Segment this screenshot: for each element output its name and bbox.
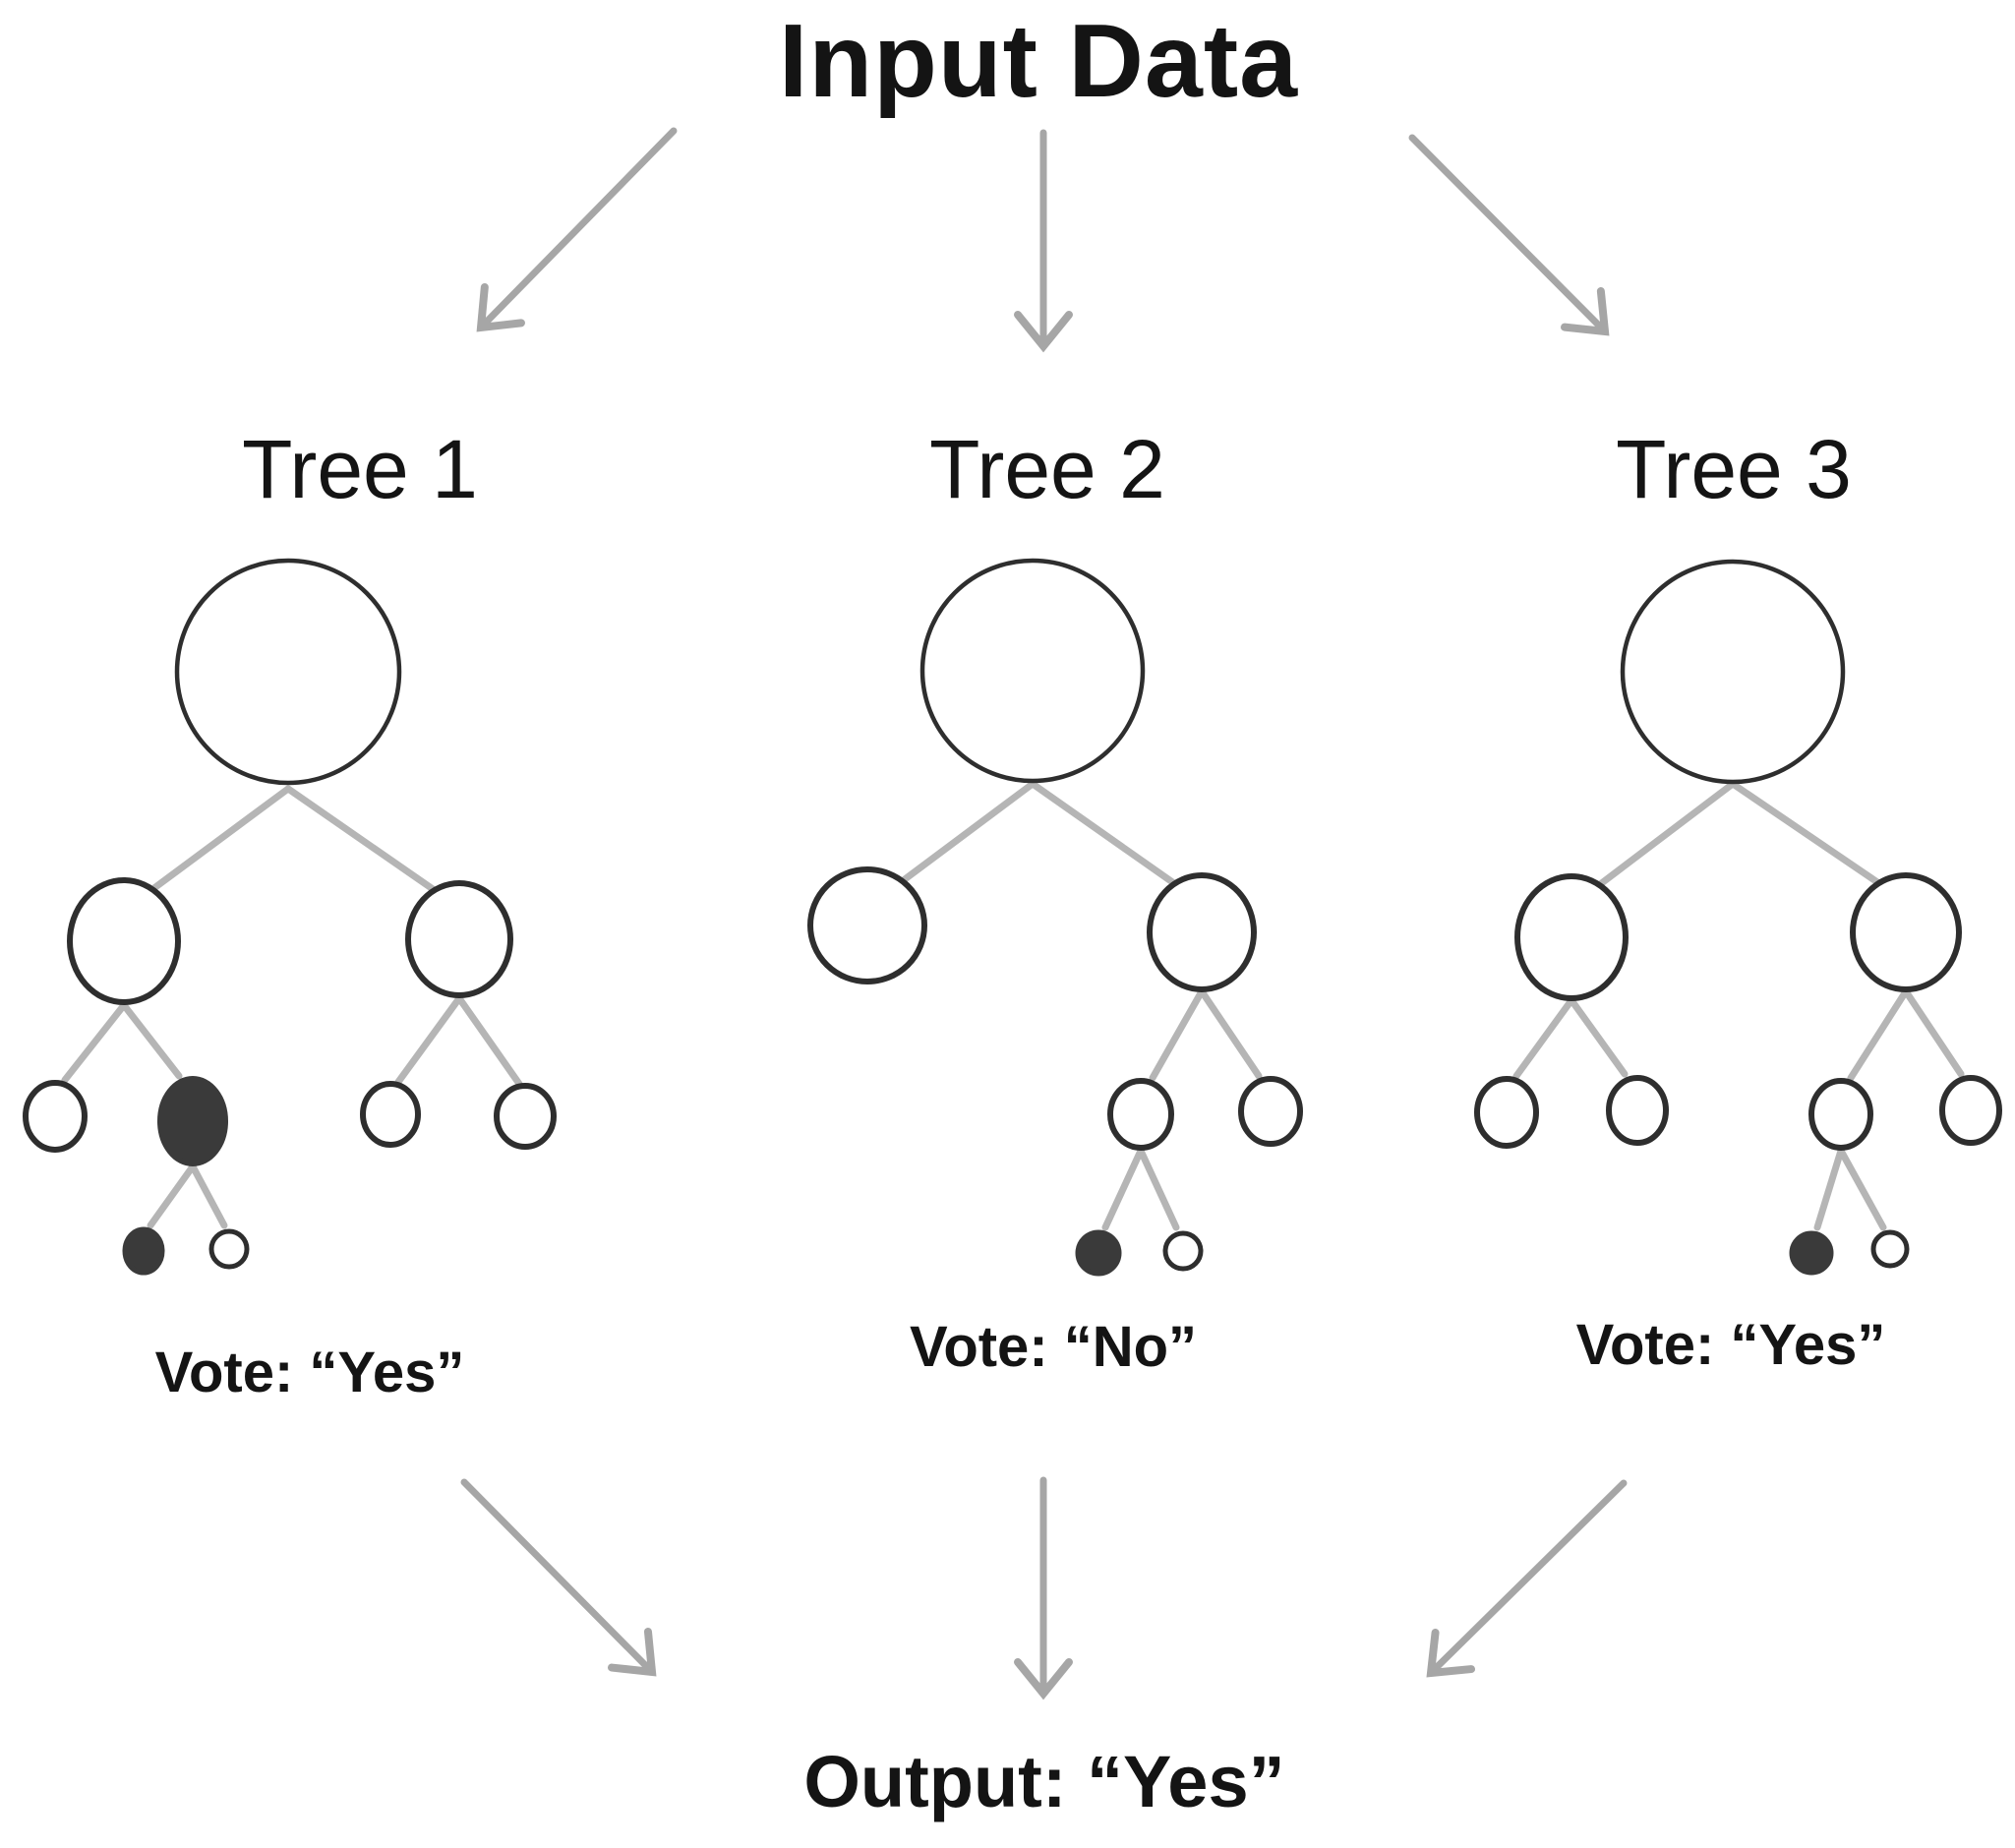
tree3-vote-label: Vote: “Yes” xyxy=(1575,1313,1886,1377)
tree3-edge xyxy=(1729,780,1887,890)
output-label: Output: “Yes” xyxy=(803,1741,1285,1822)
arrow-input-to-tree1 xyxy=(476,127,678,332)
tree3-edge xyxy=(1591,780,1737,892)
tree3-leaf-node xyxy=(1474,1076,1539,1149)
tree2-small-filled-node xyxy=(1075,1229,1122,1277)
tree2-graph xyxy=(807,558,1303,1277)
tree1-edge xyxy=(455,994,523,1088)
tree2-edge xyxy=(889,780,1037,892)
tree1-small-open-node xyxy=(208,1228,250,1270)
tree3-edge xyxy=(1847,987,1910,1082)
input-to-tree-arrows xyxy=(476,127,1610,353)
tree3-graph xyxy=(1474,559,2002,1276)
tree3-small-open-node xyxy=(1870,1229,1910,1269)
arrow-input-to-tree3 xyxy=(1408,134,1610,336)
arrow-tree3-to-output xyxy=(1426,1479,1628,1678)
tree2-leaf-node xyxy=(1107,1078,1174,1151)
tree3-edge xyxy=(1512,996,1575,1080)
tree1-label: Tree 1 xyxy=(242,423,478,515)
tree2-mid-right-node xyxy=(1147,872,1257,992)
tree1-graph xyxy=(23,558,557,1276)
tree2-small-open-node xyxy=(1162,1230,1204,1272)
tree2-leaf-node xyxy=(1238,1076,1303,1147)
tree1-mid-left-node xyxy=(67,877,181,1005)
tree2-edge xyxy=(1149,987,1206,1082)
tree3-edge xyxy=(1837,1147,1887,1231)
tree1-leaf-node xyxy=(494,1083,557,1150)
tree3-label: Tree 3 xyxy=(1616,423,1852,515)
tree2-root-node xyxy=(919,558,1146,784)
tree3-leaf-node xyxy=(1606,1075,1669,1146)
tree2-label: Tree 2 xyxy=(929,423,1165,515)
tree1-edge xyxy=(394,994,463,1086)
tree3-small-filled-node xyxy=(1789,1230,1834,1276)
tree1-vote-label: Vote: “Yes” xyxy=(154,1341,465,1404)
tree1-leaf-node xyxy=(23,1080,88,1153)
tree3-leaf-node xyxy=(1808,1078,1873,1151)
tree3-mid-right-node xyxy=(1850,872,1962,992)
arrow-tree1-to-output xyxy=(460,1478,657,1677)
tree2-edge xyxy=(1029,780,1182,890)
tree1-root-node xyxy=(174,558,402,786)
tree3-mid-left-node xyxy=(1514,873,1629,1001)
tree1-small-filled-node xyxy=(122,1226,165,1276)
tree1-edge xyxy=(147,1162,197,1229)
tree3-root-node xyxy=(1620,559,1846,785)
tree2-edge xyxy=(1101,1147,1145,1231)
tree3-edge xyxy=(1813,1147,1845,1231)
tree1-edge xyxy=(284,785,440,895)
tree2-mid-left-node xyxy=(807,866,927,984)
tree2-vote-label: Vote: “No” xyxy=(909,1315,1198,1379)
tree1-mid-right-node xyxy=(405,880,513,998)
tree1-edge xyxy=(144,785,292,897)
tree2-edge xyxy=(1137,1147,1180,1231)
tree1-edge xyxy=(61,1001,128,1084)
tree1-edge xyxy=(189,1162,228,1229)
tree1-filled-node xyxy=(157,1076,228,1166)
tree2-edge xyxy=(1198,987,1263,1080)
vote-to-output-arrows xyxy=(460,1476,1628,1700)
tree3-leaf-node xyxy=(1939,1075,2002,1146)
tree1-leaf-node xyxy=(360,1081,421,1148)
input-data-title: Input Data xyxy=(778,3,1299,119)
tree3-edge xyxy=(1568,996,1629,1078)
tree3-edge xyxy=(1902,987,1965,1078)
tree1-edge xyxy=(120,1001,183,1080)
